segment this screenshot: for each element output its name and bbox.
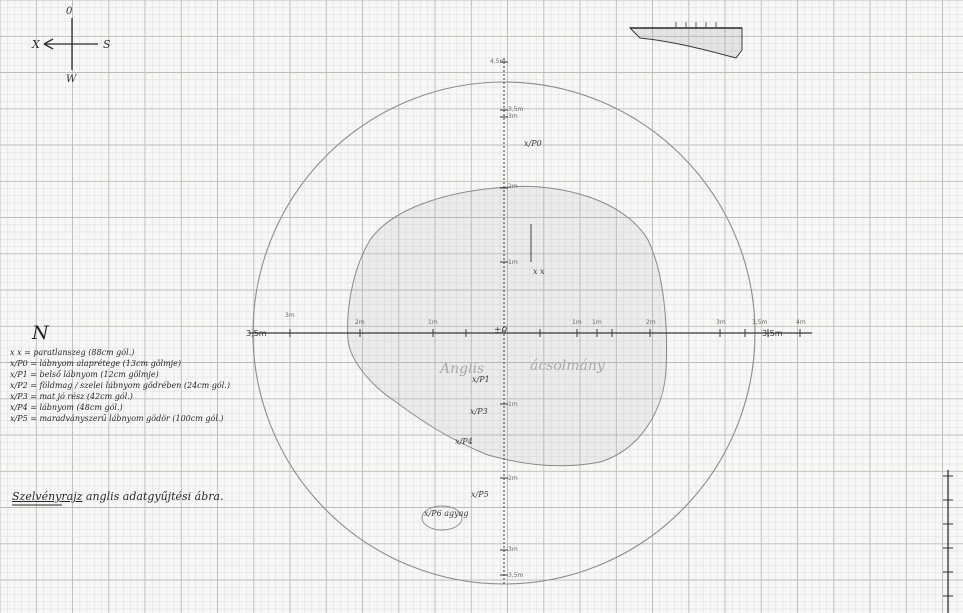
axis-end-left: 3,5m [246, 329, 267, 338]
legend: N x x = paratlanszeg (88cm gól.) x/P0 = … [10, 322, 260, 424]
x-tick-label: 4m [796, 319, 806, 326]
compass-north: 0 [66, 6, 73, 17]
footnote-underlined: Szelvényrajz [12, 490, 83, 503]
compass-arrowhead [43, 38, 54, 50]
marker-p3: x/P3 [470, 407, 488, 416]
y-tick-label: 1m [508, 401, 518, 408]
y-tick-label: 3m [508, 113, 518, 120]
y-tick-label: 2m [508, 475, 518, 482]
footnote: Szelvényrajz anglis adatgyűjtési ábra. [12, 490, 224, 503]
legend-item: x/P2 = földmag / szelei lábnyom gödrében… [10, 381, 230, 390]
x-tick-label: 3m [285, 312, 295, 319]
feature-ellipse [421, 505, 463, 531]
y-tick-label: 3,5m [508, 572, 524, 579]
inner-area-word-1: Anglis [440, 361, 485, 377]
marker-p5: x/P5 [471, 490, 489, 499]
marker-p1: x/P1 [472, 375, 490, 384]
legend-item: x/P5 = maradványszerű lábnyom gödör (100… [10, 414, 224, 423]
inner-feature-outline [347, 185, 668, 467]
x-tick-label: 1m [428, 319, 438, 326]
legend-item: x x = paratlanszeg (88cm gól.) [10, 348, 135, 357]
footnote-text: anglis adatgyűjtési ábra. [85, 490, 224, 503]
axis-end-right: 3,5m [762, 329, 783, 338]
marker-xx: x x [533, 267, 545, 276]
x-tick-label: 3,5m [752, 319, 768, 326]
x-tick-label: 2m [355, 319, 365, 326]
y-tick-label: 1m [508, 259, 518, 266]
legend-title: N [32, 322, 49, 344]
x-tick-label: 3m [716, 319, 726, 326]
y-tick-label: 3m [508, 546, 518, 553]
y-tick-label: 2m [508, 183, 518, 190]
compass-east-letter: S [103, 38, 111, 51]
legend-item: x/P0 = lábnyom alaprétege (13cm gölmje) [10, 359, 181, 368]
marker-p6: x/P6 agyag [424, 509, 469, 518]
x-tick-label: 2m [646, 319, 656, 326]
y-tick-label: 4,5m [490, 58, 506, 65]
x-tick-label: 1m [592, 319, 602, 326]
y-tick-label: 3,5m [508, 106, 524, 113]
section-profile-ticks [675, 22, 717, 28]
marker-p4: x/P4 [455, 437, 473, 446]
legend-item: x/P3 = mat jó rész (42cm gól.) [10, 392, 133, 401]
inner-area-word-2: ácsolmány [530, 358, 605, 374]
compass-south-letter: W [66, 74, 77, 85]
origin-label: ±0 [494, 326, 508, 336]
compass-west-letter: X [32, 38, 40, 51]
x-tick-label: 1m [572, 319, 582, 326]
legend-item: x/P4 = lábnyom (48cm gól.) [10, 403, 123, 412]
section-profile-outline [628, 27, 743, 59]
legend-item: x/P1 = belső lábnyom (12cm gölmje) [10, 370, 159, 379]
marker-p0: x/P0 [524, 139, 542, 148]
